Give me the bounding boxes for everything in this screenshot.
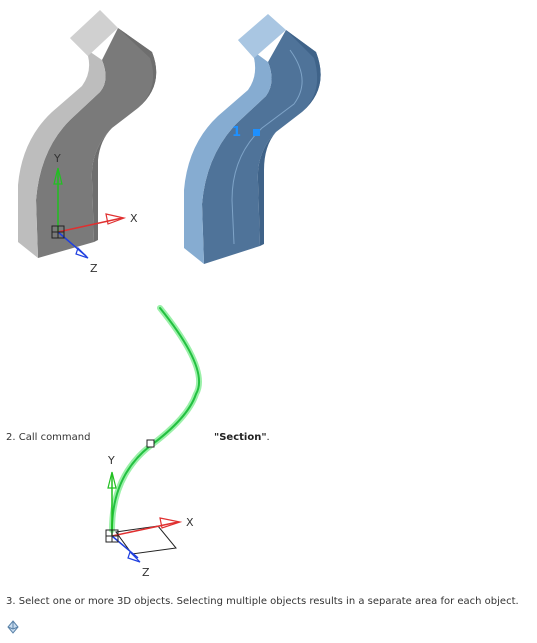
path-grip[interactable] <box>146 439 155 448</box>
axes-gizmo-left: Y X Z <box>51 152 138 275</box>
solids-illustration: Y X Z 1 <box>18 10 321 275</box>
step-2-text: 2. Call command <box>6 432 91 443</box>
axis-label-x: X <box>130 212 138 225</box>
axis-label-y: Y <box>53 152 61 165</box>
blue-solid: 1 <box>184 14 321 264</box>
axis-label-z: Z <box>142 566 150 579</box>
axis-label-y: Y <box>107 454 115 467</box>
axis-label-z: Z <box>90 262 98 275</box>
tool-icon[interactable] <box>6 620 20 634</box>
selection-marker[interactable] <box>253 129 260 136</box>
axes-gizmo-path: Y X Z <box>105 454 194 579</box>
axis-label-x: X <box>186 516 194 529</box>
step-2-suffix: . <box>266 432 270 443</box>
step-2-command: "Section". <box>214 432 270 443</box>
marker-label: 1 <box>232 125 241 140</box>
step-3-text: 3. Select one or more 3D objects. Select… <box>6 596 519 607</box>
section-command[interactable]: "Section" <box>214 432 267 443</box>
gray-solid <box>18 10 157 258</box>
green-path <box>109 305 202 533</box>
path-illustration: Y X Z <box>105 305 202 579</box>
